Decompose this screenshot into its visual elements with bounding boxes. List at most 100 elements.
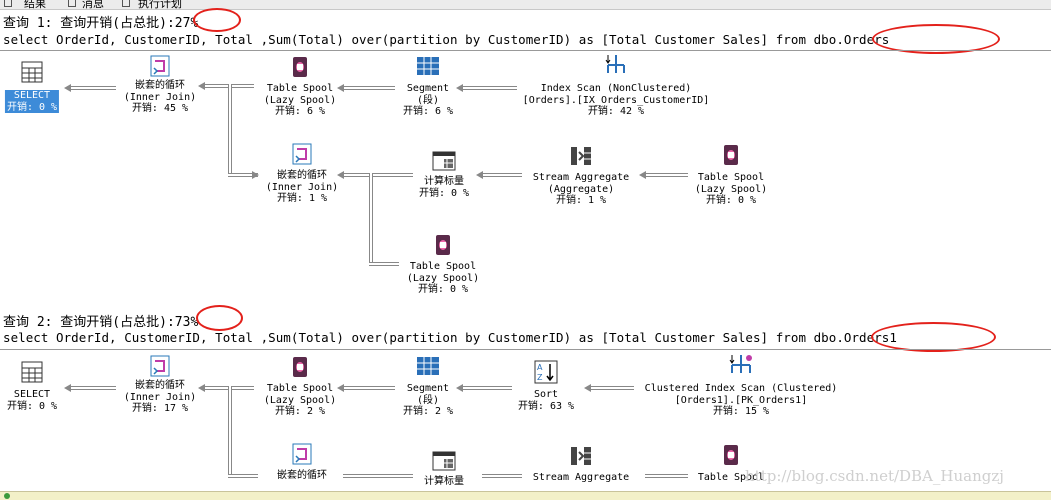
query-2-percent-highlight [196, 305, 243, 331]
compute-scalar-icon[interactable] [432, 149, 456, 173]
messages-icon [68, 0, 76, 7]
query-1-sql: select OrderId, CustomerID, Total ,Sum(T… [3, 32, 889, 47]
q1-arrow-select [64, 84, 71, 92]
q2-nl1-sub: (Inner Join) [123, 391, 197, 403]
query-1-sql-table: dbo.Orders [813, 32, 890, 47]
q2-node-segment[interactable]: Segment (段) 开销: 2 % [403, 383, 453, 418]
q1-ts2-cost: 开销: 0 % [705, 195, 757, 206]
q1-node-nested-loop-2[interactable]: 嵌套的循环 (Inner Join) 开销: 1 % [266, 170, 338, 205]
q1-edge-nl2-scalar [343, 173, 413, 177]
q1-scan-cost: 开销: 42 % [587, 106, 645, 117]
table-spool-icon[interactable] [290, 56, 310, 78]
clustered-index-scan-icon[interactable] [728, 353, 754, 379]
q1-node-table-spool-2[interactable]: Table Spool (Lazy Spool) 开销: 0 % [695, 172, 767, 207]
q1-node-index-scan[interactable]: Index Scan (NonClustered) [Orders].[IX_O… [523, 83, 710, 118]
q2-cis-label: Clustered Index Scan (Clustered) [644, 383, 838, 394]
q2-arrow-select [64, 384, 71, 392]
compute-scalar-icon[interactable] [432, 449, 456, 473]
query-2-header-prefix: 查询 2: 查询开销(占总批): [3, 315, 175, 330]
nested-loops-icon[interactable] [148, 354, 172, 378]
q2-node-sort[interactable]: Sort 开销: 63 % [518, 389, 574, 412]
table-spool-icon[interactable] [721, 444, 741, 466]
q2-node-table-spool-2[interactable]: Table Spool [698, 472, 764, 484]
q1-arrow-nl2 [337, 171, 344, 179]
q1-sa-label: Stream Aggregate [532, 172, 630, 183]
q1-node-nested-loop-1[interactable]: 嵌套的循环 (Inner Join) 开销: 45 % [124, 80, 196, 115]
index-scan-icon[interactable] [604, 53, 628, 79]
q2-ts2-label: Table Spool [697, 472, 765, 483]
q2-arrow-sort [584, 384, 591, 392]
q2-arrow-spool [337, 384, 344, 392]
q1-nl1-label: 嵌套的循环 [135, 80, 185, 91]
select-icon[interactable] [20, 60, 44, 84]
tab-execution-plan[interactable]: 执行计划 [138, 0, 182, 10]
q1-arrow-agg [639, 171, 646, 179]
q1-node-table-spool-1[interactable]: Table Spool (Lazy Spool) 开销: 6 % [264, 83, 336, 118]
stream-aggregate-icon[interactable] [569, 144, 593, 168]
q1-arrow-nl [198, 82, 205, 90]
query-2-table-highlight [871, 322, 996, 352]
q1-ts3-label: Table Spool [409, 261, 477, 272]
q2-node-stream-aggregate[interactable]: Stream Aggregate [533, 472, 629, 484]
q1-arrow-spool [337, 84, 344, 92]
q1-nl2-label: 嵌套的循环 [277, 170, 327, 181]
status-icon [4, 493, 10, 499]
q2-nl2-label: 嵌套的循环 [277, 470, 327, 481]
q2-edge-nl-branch [228, 386, 232, 478]
q1-node-table-spool-3[interactable]: Table Spool (Lazy Spool) 开销: 0 % [407, 261, 479, 296]
q1-node-stream-aggregate[interactable]: Stream Aggregate (Aggregate) 开销: 1 % [533, 172, 629, 207]
q2-cs-label: 计算标量 [424, 476, 464, 487]
query-2-sql-text: select OrderId, CustomerID, Total ,Sum(T… [3, 330, 814, 345]
q2-node-compute-scalar[interactable]: 计算标量 [424, 476, 464, 488]
sort-icon[interactable]: AZ [534, 360, 558, 384]
q2-node-clustered-scan[interactable]: Clustered Index Scan (Clustered) [Orders… [645, 383, 838, 418]
q2-nl1-cost: 开销: 17 % [131, 403, 189, 414]
q1-arrow-segment [456, 84, 463, 92]
q1-seg-sub: (段) [416, 94, 440, 106]
table-spool-icon[interactable] [290, 356, 310, 378]
q1-arrow-scalar [476, 171, 483, 179]
stream-aggregate-icon[interactable] [569, 444, 593, 468]
q1-ts2-sub: (Lazy Spool) [694, 183, 768, 195]
nested-loops-icon[interactable] [290, 442, 314, 466]
select-icon[interactable] [20, 360, 44, 384]
q1-nl2-sub: (Inner Join) [265, 181, 339, 193]
q2-edge-segment-sort [462, 386, 512, 390]
q1-ts2-label: Table Spool [697, 172, 765, 183]
q2-node-select[interactable]: SELECT 开销: 0 % [7, 389, 57, 412]
q1-sa-cost: 开销: 1 % [555, 195, 607, 206]
query-2-header: 查询 2: 查询开销(占总批):73% [3, 311, 198, 330]
nested-loops-icon[interactable] [148, 54, 172, 78]
tab-results[interactable]: 结果 [24, 0, 46, 10]
q2-edge-select-nl [70, 386, 116, 390]
q1-edge-spool-segment [343, 86, 395, 90]
table-spool-icon[interactable] [721, 144, 741, 166]
q2-edge-spool-segment [343, 386, 395, 390]
segment-icon[interactable] [416, 55, 440, 77]
q2-seg-cost: 开销: 2 % [402, 406, 454, 417]
q1-node-select[interactable]: SELECT 开销: 0 % [4, 90, 60, 113]
q1-nl1-cost: 开销: 45 % [131, 103, 189, 114]
query-1-header-prefix: 查询 1: 查询开销(占总批): [3, 16, 175, 31]
q1-edge-select-nl [70, 86, 116, 90]
tab-messages[interactable]: 消息 [82, 0, 104, 10]
q2-node-table-spool-1[interactable]: Table Spool (Lazy Spool) 开销: 2 % [264, 383, 336, 418]
q1-select-cost: 开销: 0 % [4, 101, 60, 113]
svg-text:A: A [537, 363, 543, 372]
q2-node-nested-loop-2[interactable]: 嵌套的循环 [277, 470, 327, 482]
q2-ts1-sub: (Lazy Spool) [263, 394, 337, 406]
table-spool-icon[interactable] [433, 234, 453, 256]
svg-text:Z: Z [537, 373, 543, 382]
q1-node-segment[interactable]: Segment (段) 开销: 6 % [403, 83, 453, 118]
q2-nl1-label: 嵌套的循环 [135, 380, 185, 391]
q2-node-nested-loop-1[interactable]: 嵌套的循环 (Inner Join) 开销: 17 % [124, 380, 196, 415]
nested-loops-icon[interactable] [290, 142, 314, 166]
q2-seg-label: Segment [406, 383, 450, 394]
q2-sort-label: Sort [533, 389, 559, 400]
q1-node-compute-scalar[interactable]: 计算标量 开销: 0 % [419, 176, 469, 199]
q2-edge-branch-nl2 [228, 474, 258, 478]
q2-ts1-label: Table Spool [266, 383, 334, 394]
q1-ts1-sub: (Lazy Spool) [263, 94, 337, 106]
results-grid-icon [4, 0, 12, 7]
segment-icon[interactable] [416, 355, 440, 377]
